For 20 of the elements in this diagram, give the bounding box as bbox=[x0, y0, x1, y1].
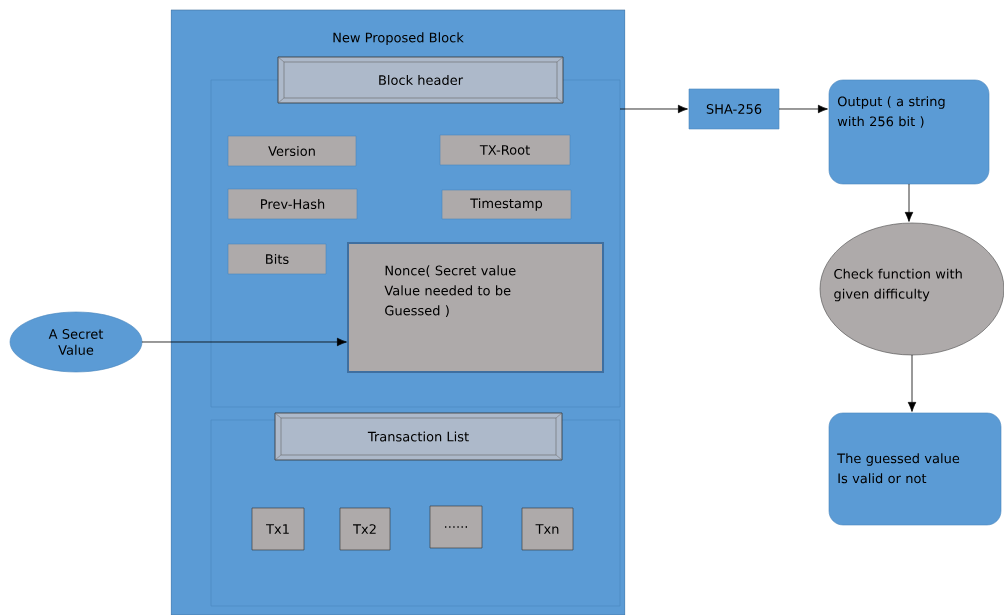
transaction-box: Tx2 bbox=[339, 507, 391, 551]
field-box: Version bbox=[227, 135, 357, 167]
output-box: Output ( a string with 256 bit ) bbox=[828, 79, 990, 185]
arrow bbox=[778, 104, 828, 114]
arrow bbox=[619, 104, 688, 114]
arrow bbox=[141, 337, 347, 347]
transaction-box: ...... bbox=[429, 505, 483, 549]
arrow bbox=[904, 183, 914, 222]
transaction-box: Tx1 bbox=[251, 507, 305, 551]
field-box: Bits bbox=[227, 243, 327, 275]
field-box: TX-Root bbox=[439, 134, 571, 166]
output-box: The guessed value Is valid or not bbox=[828, 412, 1002, 526]
process-box: SHA-256 bbox=[688, 88, 780, 130]
field-box: Prev-Hash bbox=[227, 188, 358, 220]
arrow bbox=[907, 354, 917, 412]
nonce-box: Nonce( Secret value Value needed to be Guessed ) bbox=[347, 242, 604, 373]
transaction-box: Txn bbox=[521, 507, 574, 551]
section-header-bar: Transaction List bbox=[274, 412, 563, 461]
field-box: Timestamp bbox=[441, 189, 572, 220]
section-header-bar: Block header bbox=[277, 56, 564, 104]
